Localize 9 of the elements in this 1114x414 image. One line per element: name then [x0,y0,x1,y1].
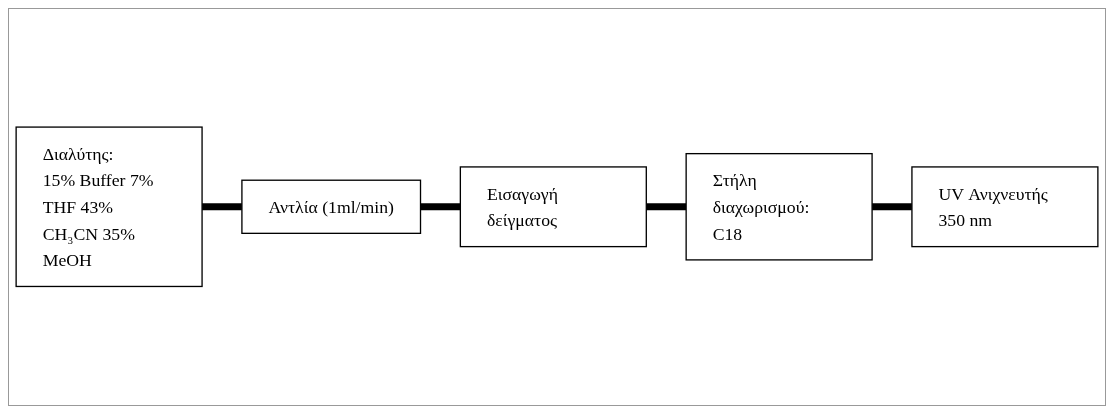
connector [201,203,243,211]
node-box: Εισαγωγή δείγματος [459,166,647,248]
connector [420,203,461,211]
node-box: UV Ανιχνευτής 350 nm [911,166,1099,248]
connector [871,203,913,211]
node-box: Στήλη διαχωρισμού: C18 [685,153,873,261]
connector [646,203,687,211]
node-box: Διαλύτης: 15% Buffer 7% THF 43% CH₃CN 35% MeOH [15,126,203,288]
node-box: Αντλία (1ml/min) [241,179,422,235]
